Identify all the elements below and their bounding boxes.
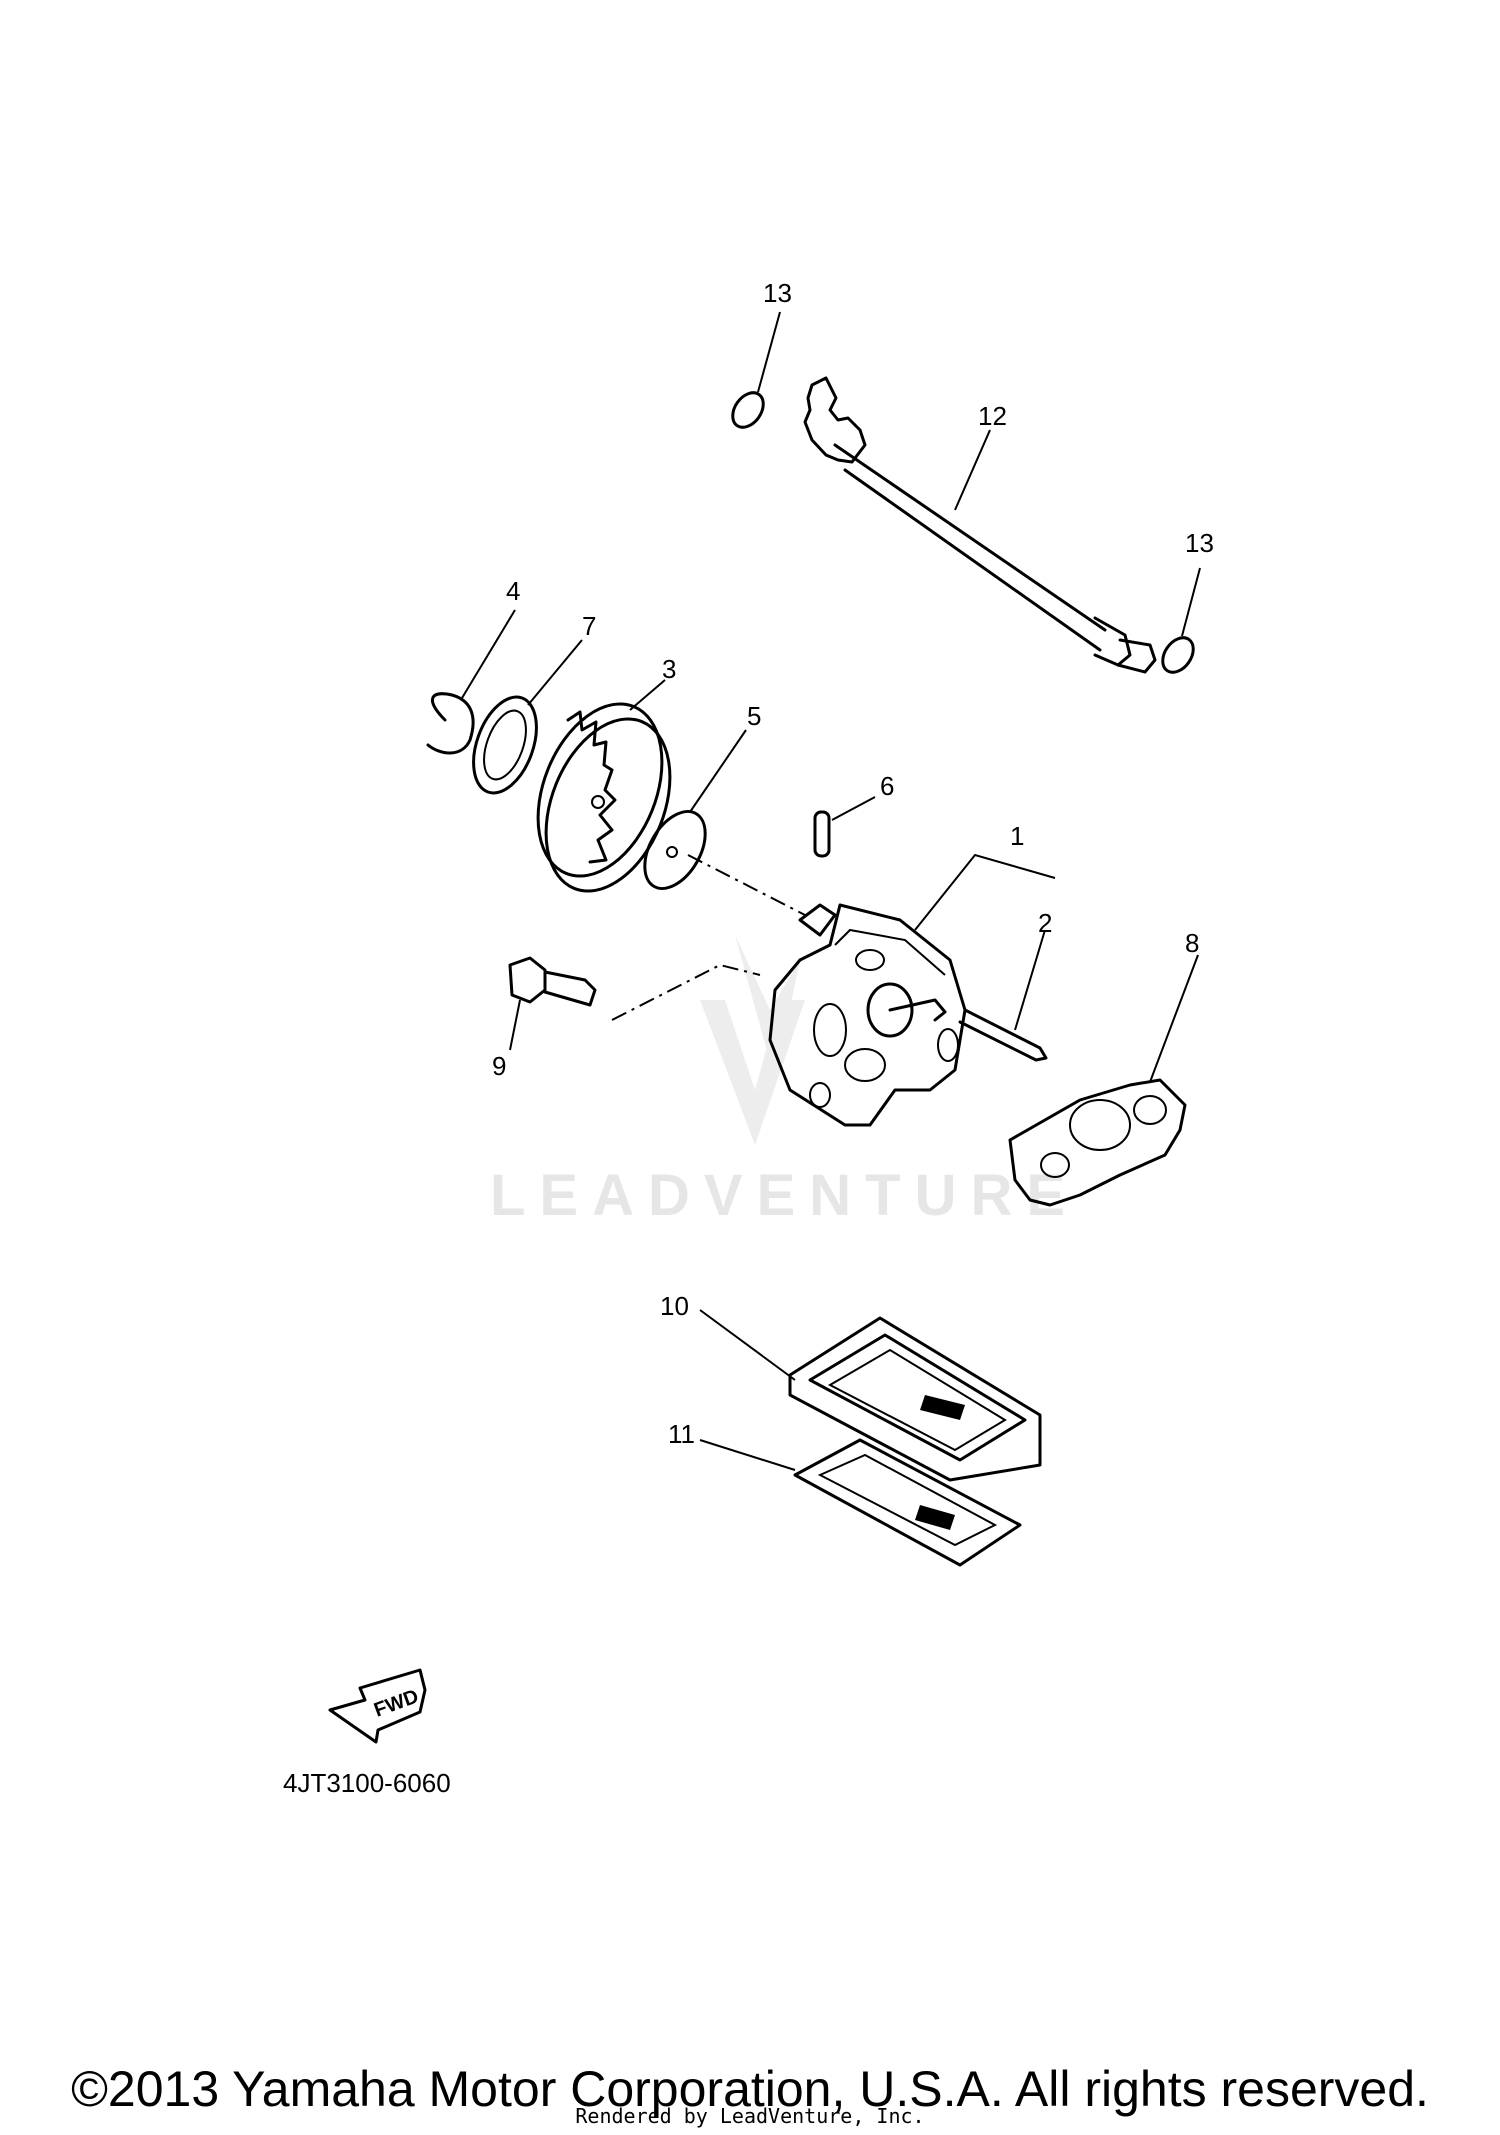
part-7-washer (472, 639, 583, 795)
part-8-gasket (1008, 954, 1199, 1207)
watermark-text: LEADVENTURE (490, 1163, 1079, 1228)
fwd-label: FWD (371, 1685, 421, 1721)
callout-5: 5 (747, 701, 761, 731)
callout-4: 4 (506, 576, 520, 606)
callout-1: 1 (1010, 821, 1024, 851)
copyright-notice: ©2013 Yamaha Motor Corporation, U.S.A. A… (71, 2061, 1429, 2117)
callout-8: 8 (1185, 928, 1199, 958)
fwd-arrow: FWD (328, 1668, 427, 1744)
part-6-pin (813, 796, 876, 858)
part-9-bolt (508, 956, 597, 1051)
part-5-washer (643, 729, 747, 890)
callout-6: 6 (880, 771, 894, 801)
part-11-strainer-gasket (699, 1438, 1022, 1567)
part-1-oil-pump (768, 853, 1056, 1127)
part-2-pin (958, 929, 1048, 1062)
part-3-gear (536, 679, 672, 893)
callout-labels: 1 2 3 4 5 6 7 8 9 10 11 12 13 13 (492, 278, 1214, 1449)
part-13-oring-right (1161, 567, 1201, 674)
callout-9: 9 (492, 1051, 506, 1081)
callout-10: 10 (660, 1291, 689, 1321)
callout-13-top: 13 (763, 278, 792, 308)
part-13-oring-top (731, 311, 781, 429)
part-4-circlip (426, 609, 516, 755)
part-code: 4JT3100-6060 (283, 1768, 451, 1798)
callout-3: 3 (662, 654, 676, 684)
part-12-shaft (803, 376, 1157, 674)
callout-13-right: 13 (1185, 528, 1214, 558)
part-10-oil-strainer (699, 1309, 1042, 1482)
callout-11: 11 (668, 1419, 695, 1449)
callout-2: 2 (1038, 908, 1052, 938)
rendered-by-notice: Rendered by LeadVenture, Inc. (575, 2104, 925, 2128)
callout-12: 12 (978, 401, 1007, 431)
leadventure-watermark: LEADVENTURE (490, 935, 1079, 1228)
alignment-lines (611, 854, 806, 1021)
callout-7: 7 (582, 611, 596, 641)
